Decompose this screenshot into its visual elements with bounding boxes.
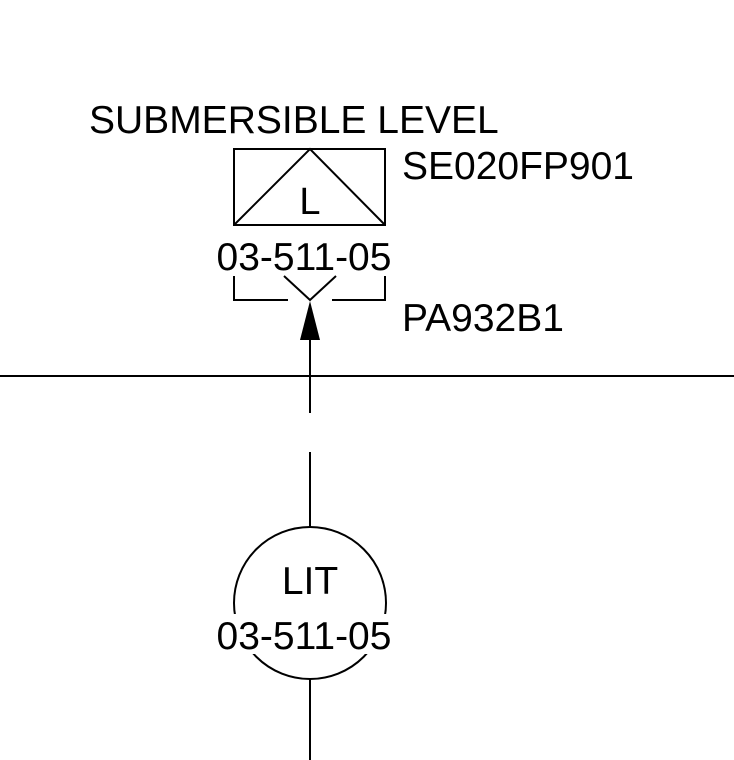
element-lower-bracket-left — [233, 276, 288, 301]
element-loop-number: 03-511-05 — [217, 236, 392, 279]
element-title: SUBMERSIBLE LEVEL — [89, 99, 499, 142]
instrument-function: LIT — [282, 560, 338, 603]
element-triangle — [233, 147, 386, 226]
element-letter: L — [299, 181, 320, 223]
element-tag: SE020FP901 — [402, 145, 634, 188]
element-lower-bracket-right — [332, 276, 386, 301]
instrument-label-mask — [207, 614, 403, 654]
element-v-shape — [283, 275, 337, 302]
connection-tag: PA932B1 — [402, 297, 564, 340]
instrument-loop-number: 03-511-05 — [217, 615, 392, 658]
arrow-head — [300, 301, 320, 340]
